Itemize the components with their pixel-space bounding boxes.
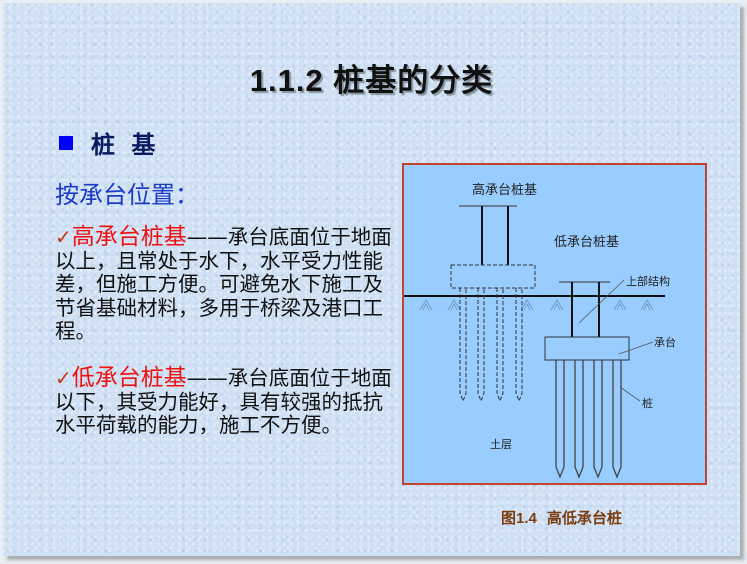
low-cap-term: 低承台桩基 [71,365,187,391]
high-cap-paragraph: ✓高承台桩基——承台底面位于地面以上，且常处于水下，水平受力性能差，但施工方便。… [55,224,400,344]
figure-caption: 图1.4 高低承台桩 [501,507,622,528]
page-title: 1.1.2 桩基的分类 [249,63,494,98]
figure-number: 图1.4 [501,510,537,527]
subheading: 按承台位置： [55,181,199,209]
checkmark-icon: ✓ [55,366,72,390]
superstructure-label: 上部结构 [626,274,670,288]
low-cap-description: 承台底面位于地面以下，其受力能好，具有较强的抵抗水平荷载的能力，施工不方便。 [55,366,392,437]
low-cap-label: 低承台桩基 [554,235,619,250]
figure-caption-text: 高低承台桩 [546,510,622,527]
square-bullet-icon [59,135,73,150]
checkmark-icon: ✓ [55,225,72,249]
high-cap-label: 高承台桩基 [472,182,537,198]
pile-cap-label: 承台 [654,335,676,349]
slide: 1.1.2 桩基的分类 桩 基 按承台位置： ✓高承台桩基——承台底面位于地面以… [3,3,740,556]
pile-diagram: 高承台桩基 低承台桩基 上部结构 承台 桩 土层 [402,163,707,485]
high-cap-term: 高承台桩基 [71,224,187,250]
pile-diagram-drawing: 高承台桩基 低承台桩基 上部结构 承台 桩 土层 [404,182,676,479]
low-cap-paragraph: ✓低承台桩基——承台底面位于地面以下，其受力能好，具有较强的抵抗水平荷载的能力，… [55,365,400,438]
dash: —— [186,366,228,390]
section-bullet: 桩 基 [59,125,159,160]
pile-label: 桩 [642,396,653,410]
high-cap-description: 承台底面位于地面以上，且常处于水下，水平受力性能差，但施工方便。可避免水下施工及… [55,225,392,343]
section-heading: 桩 基 [91,131,160,159]
soil-label: 土层 [490,438,512,451]
dash: —— [186,225,228,249]
